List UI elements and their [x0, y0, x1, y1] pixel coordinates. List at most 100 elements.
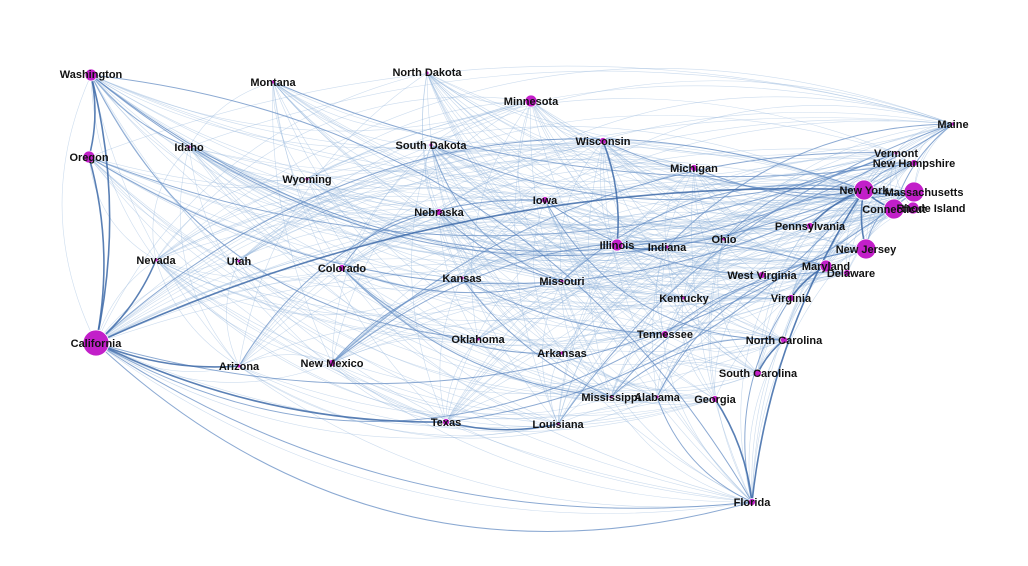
node-alabama[interactable]: [654, 394, 660, 400]
edge-idaho-rhode-island: [188, 146, 914, 272]
label-minnesota: Minnesota: [504, 96, 559, 108]
edge-west-virginia-georgia: [714, 274, 763, 400]
edge-north-dakota-vermont: [426, 72, 897, 159]
edge-new-hampshire-tennessee: [664, 162, 915, 335]
node-west-virginia[interactable]: [758, 271, 766, 279]
label-new-jersey: New Jersey: [836, 244, 897, 256]
edge-nebraska-georgia: [438, 211, 716, 400]
edge-montana-colorado: [272, 81, 343, 269]
node-new-mexico[interactable]: [328, 359, 336, 367]
edge-new-mexico-texas: [331, 362, 447, 423]
node-texas[interactable]: [442, 418, 450, 426]
edge-iowa-arkansas: [532, 199, 563, 354]
node-oregon[interactable]: [82, 150, 96, 164]
node-california[interactable]: [82, 329, 110, 357]
edge-maine-wyoming: [306, 85, 954, 180]
edge-nevada-georgia: [155, 259, 716, 427]
node-wisconsin[interactable]: [599, 137, 607, 145]
node-maryland[interactable]: [819, 259, 833, 273]
label-virginia: Virginia: [771, 293, 812, 305]
edge-nebraska-pennsylvania: [438, 211, 811, 265]
node-utah[interactable]: [236, 258, 242, 264]
edge-massachusetts-ohio: [723, 189, 915, 240]
node-georgia[interactable]: [711, 395, 719, 403]
node-arizona[interactable]: [236, 363, 242, 369]
edge-maine-nebraska: [438, 96, 954, 213]
node-louisiana[interactable]: [555, 421, 561, 427]
edge-north-dakota-illinois: [426, 72, 618, 246]
node-new-hampshire[interactable]: [910, 159, 918, 167]
edge-delaware-arizona: [238, 223, 848, 367]
arc-edge-oregon-new-hampshire: [88, 156, 915, 285]
edge-nebraska-south-carolina: [438, 211, 759, 374]
label-arkansas: Arkansas: [537, 348, 587, 360]
edge-oregon-new-jersey: [88, 156, 867, 269]
node-kansas[interactable]: [459, 275, 465, 281]
node-arkansas[interactable]: [559, 350, 565, 356]
edge-north-carolina-new-mexico: [331, 288, 785, 364]
edge-pennsylvania-kansas: [461, 221, 811, 279]
label-tennessee: Tennessee: [637, 329, 693, 341]
node-montana[interactable]: [270, 79, 276, 85]
node-iowa[interactable]: [541, 196, 549, 204]
edge-arizona-georgia: [238, 365, 716, 432]
node-ohio[interactable]: [721, 236, 727, 242]
node-washington[interactable]: [84, 68, 98, 82]
node-colorado[interactable]: [338, 264, 346, 272]
node-pennsylvania[interactable]: [806, 222, 814, 230]
node-rhode-island[interactable]: [906, 201, 920, 215]
node-indiana[interactable]: [664, 244, 670, 250]
edge-kansas-new-mexico: [331, 277, 463, 364]
edge-indiana-new-jersey: [666, 246, 867, 269]
edge-vermont-texas: [445, 152, 897, 423]
node-new-jersey[interactable]: [855, 238, 877, 260]
edge-idaho-delaware: [188, 146, 848, 300]
edge-north-dakota-louisiana: [426, 72, 559, 425]
edge-north-dakota-maine: [426, 72, 954, 156]
node-nebraska[interactable]: [435, 208, 443, 216]
node-delaware[interactable]: [843, 269, 851, 277]
node-illinois[interactable]: [610, 238, 624, 252]
edge-arkansas-louisiana: [550, 352, 563, 425]
edge-maryland-arkansas: [561, 258, 827, 354]
edge-oregon-nevada: [88, 156, 157, 261]
node-florida[interactable]: [748, 498, 756, 506]
edge-indiana-tennessee: [656, 246, 668, 335]
edge-pennsylvania-indiana: [666, 214, 811, 248]
edge-michigan-massachusetts: [693, 167, 915, 199]
node-missouri[interactable]: [559, 278, 565, 284]
strong-edge-california-texas: [95, 342, 447, 423]
node-south-carolina[interactable]: [754, 369, 762, 377]
edge-wisconsin-mississippi: [587, 140, 612, 398]
node-north-carolina[interactable]: [780, 336, 788, 344]
node-nevada[interactable]: [153, 257, 159, 263]
node-vermont[interactable]: [893, 150, 899, 156]
edge-colorado-south-carolina: [341, 267, 759, 392]
node-connecticut[interactable]: [883, 198, 905, 220]
edge-nebraska-tennessee: [438, 211, 666, 335]
node-minnesota[interactable]: [524, 94, 538, 108]
edge-minnesota-louisiana: [514, 100, 559, 425]
node-maine[interactable]: [950, 121, 956, 127]
node-oklahoma[interactable]: [475, 336, 481, 342]
edge-oregon-tennessee: [88, 156, 666, 347]
node-mississippi[interactable]: [608, 394, 614, 400]
node-north-dakota[interactable]: [424, 70, 430, 76]
label-rhode-island: Rhode Island: [896, 203, 965, 215]
node-virginia[interactable]: [787, 294, 795, 302]
edge-california-arizona: [95, 342, 240, 372]
node-kentucky[interactable]: [681, 295, 687, 301]
node-south-dakota[interactable]: [428, 142, 434, 148]
arc-edge-washington-new-york: [90, 74, 865, 257]
node-michigan[interactable]: [690, 164, 698, 172]
edge-nebraska-arizona: [238, 211, 440, 367]
node-new-york[interactable]: [853, 179, 875, 201]
node-wyoming[interactable]: [304, 176, 310, 182]
edge-pennsylvania-ohio: [723, 224, 811, 240]
edge-tennessee-north-carolina: [664, 333, 785, 353]
edge-nevada-alabama: [155, 259, 658, 419]
edge-illinois-kansas: [461, 238, 618, 279]
node-tennessee[interactable]: [661, 330, 669, 338]
edge-oregon-connecticut: [88, 156, 895, 255]
node-idaho[interactable]: [186, 144, 192, 150]
